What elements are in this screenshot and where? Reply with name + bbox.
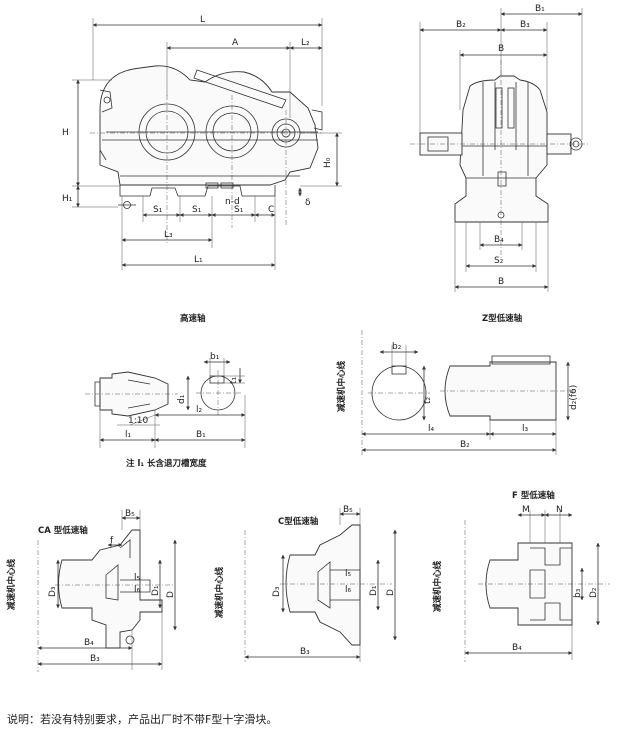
ca-D3: D₃ — [48, 586, 58, 597]
dim-L2: L₂ — [301, 38, 310, 48]
dim-H1: H₁ — [62, 194, 73, 204]
hs-b1: b₁ — [210, 352, 220, 362]
c-D3: D₃ — [272, 586, 282, 597]
dim-S1-b: S₁ — [192, 205, 202, 215]
z-d2: d₂(f6) — [569, 385, 579, 410]
f-D2: D₂ — [589, 587, 599, 598]
footnote: 说明：若没有特别要求，产品出厂时不带F型十字滑块。 — [7, 713, 278, 726]
gearbox-housing-side — [454, 75, 549, 223]
high-speed-shaft-detail: 1:10 b₁ t₁ d₁ l₁ B₁ l₂ 注 l₁ 长含退刀槽宽度 — [85, 352, 246, 469]
c-D: D — [386, 589, 396, 596]
ca-l5: l₅ — [134, 573, 141, 583]
dim-B-top: B — [498, 44, 504, 54]
dim-B-bottom: B — [498, 277, 504, 287]
ca-housing — [58, 529, 163, 649]
dim-H0: H₀ — [323, 157, 333, 168]
c-housing — [285, 524, 361, 646]
main-view: L A L₂ H H₁ H₀ δ S₁ S₁ S₁ C n- — [62, 15, 342, 270]
c-shaft-detail: 减速机中心线 C型低速轴 B₅ D₃ l₅ l₆ D₁ D B₃ — [214, 505, 397, 662]
f-title: F 型低速轴 — [512, 490, 555, 501]
dim-S1-a: S₁ — [153, 205, 163, 215]
ca-D: D — [166, 591, 176, 598]
dim-C: C — [268, 205, 274, 215]
hs-t1: t₁ — [229, 376, 239, 384]
ca-B4: B₄ — [84, 638, 94, 648]
hs-l1: l₁ — [125, 430, 132, 440]
dim-L3: L₃ — [164, 230, 173, 240]
inspection-cover — [193, 69, 287, 109]
hs-B1: B₁ — [196, 430, 206, 440]
dim-B4: B₄ — [494, 235, 504, 245]
ca-f: f — [110, 536, 114, 546]
c-l6: l₆ — [345, 585, 352, 595]
z-b2: b₂ — [392, 342, 402, 352]
f-side-label: 减速机中心线 — [432, 560, 443, 612]
z-shaft-title: Z型低速轴 — [482, 313, 523, 324]
hs-note: 注 l₁ 长含退刀槽宽度 — [126, 458, 207, 469]
dim-B3: B₃ — [520, 20, 530, 30]
side-view: B₁ B₂ B₃ B B₄ S₂ B — [410, 4, 590, 292]
dim-H: H — [62, 128, 69, 138]
f-B4: B₄ — [512, 643, 522, 653]
ca-D1: D₁ — [151, 585, 161, 596]
c-l5: l₅ — [345, 569, 352, 579]
f-M: M — [522, 505, 530, 515]
dim-delta: δ — [305, 198, 311, 208]
c-B3: B₃ — [300, 647, 310, 657]
z-t2: t₂ — [423, 396, 433, 404]
ca-B5: B₅ — [125, 509, 135, 519]
gearbox-housing-front — [99, 65, 319, 186]
z-l4: l₄ — [428, 424, 435, 434]
ca-B3: B₃ — [90, 654, 100, 664]
c-side-label: 减速机中心线 — [214, 566, 225, 618]
ca-l6: l₆ — [134, 585, 141, 595]
f-b3: b₃ — [573, 588, 583, 598]
ca-side-label: 减速机中心线 — [6, 558, 17, 610]
hs-shaft-body — [99, 371, 169, 417]
f-shaft-detail: 减速机中心线 F 型低速轴 M N b₃ D₂ B₄ — [432, 490, 610, 662]
hs-d1: d₁ — [177, 394, 187, 404]
dim-A: A — [232, 38, 239, 48]
hs-taper: 1:10 — [128, 416, 148, 426]
ca-shaft-detail: 减速机中心线 CA 型低速轴 B₅ f D₃ l₅ l₆ D₁ D B₄ B₃ — [6, 509, 177, 672]
dim-L1: L₁ — [194, 255, 203, 265]
hs-l2: l₂ — [196, 405, 203, 415]
z-B2: B₂ — [460, 440, 470, 450]
dim-S1-c: S₁ — [234, 205, 244, 215]
c-D1: D₁ — [369, 585, 379, 596]
dim-B1: B₁ — [535, 4, 545, 14]
f-N: N — [556, 505, 563, 515]
z-l3: l₃ — [522, 424, 529, 434]
z-shaft-detail: 减速机中心线 b₂ t₂ d₂(f6) l₄ l₃ B₂ — [336, 330, 579, 455]
dim-nd: n-d — [225, 197, 240, 207]
dim-B2: B₂ — [456, 20, 466, 30]
ca-title: CA 型低速轴 — [38, 525, 88, 536]
dim-S2: S₂ — [494, 256, 504, 266]
hs-shaft-title: 高速轴 — [180, 313, 206, 324]
c-B5: B₅ — [343, 505, 353, 515]
c-title: C型低速轴 — [278, 516, 319, 527]
z-side-label: 减速机中心线 — [336, 360, 347, 412]
dim-L: L — [200, 15, 205, 25]
